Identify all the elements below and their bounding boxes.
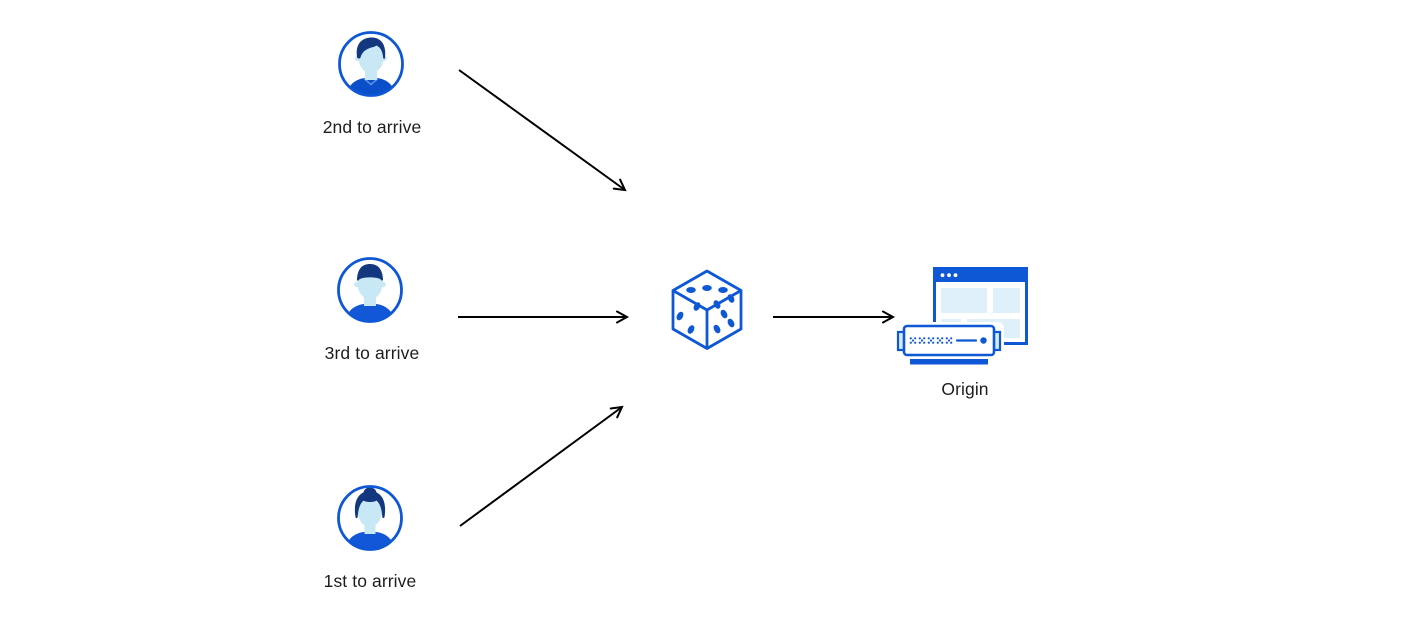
- dice-node: [668, 268, 746, 352]
- server-icon: [894, 322, 1004, 365]
- client-node-3rd: [336, 256, 404, 324]
- woman-avatar-icon: [337, 485, 403, 551]
- client-label-3rd: 3rd to arrive: [324, 343, 420, 363]
- client-node-1st: [336, 484, 404, 552]
- arrow-client1-to-dice: [459, 405, 624, 527]
- man-avatar-icon: [338, 31, 404, 97]
- client-label-2nd: 2nd to arrive: [322, 117, 422, 137]
- client-node-2nd: [337, 30, 405, 98]
- origin-label: Origin: [941, 379, 989, 399]
- arrow-client2-to-dice: [458, 69, 627, 192]
- dice-icon: [671, 269, 743, 350]
- origin-node: [890, 260, 1040, 405]
- man-avatar-icon: [337, 257, 403, 323]
- client-label-1st: 1st to arrive: [323, 571, 417, 591]
